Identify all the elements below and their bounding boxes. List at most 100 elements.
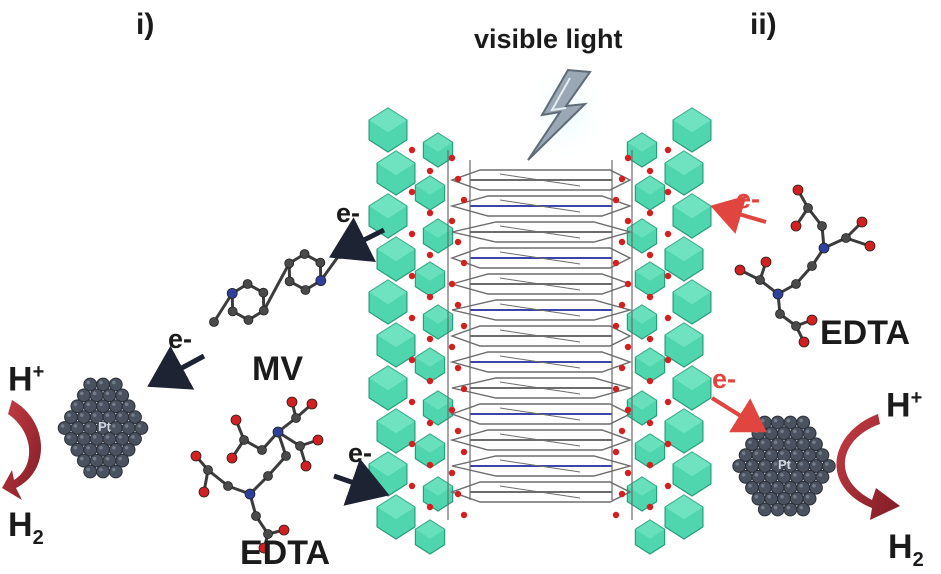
pt-atom-highlight xyxy=(124,424,129,428)
oxygen-atom xyxy=(664,146,672,154)
pt-atom-highlight xyxy=(86,380,90,385)
oxygen-atom xyxy=(230,414,242,426)
pt-atom-highlight xyxy=(112,424,116,428)
octahedron-facet xyxy=(415,434,445,453)
pt-atom-highlight xyxy=(112,467,116,472)
oxygen-atom xyxy=(448,469,456,477)
pt-atom-highlight xyxy=(767,494,771,499)
pt-atom xyxy=(96,464,110,479)
carbon-atom xyxy=(841,233,851,243)
pt-atom-highlight xyxy=(767,429,771,434)
oxygen-atom xyxy=(426,461,434,469)
octahedron-facet xyxy=(415,262,445,281)
pt-atom-highlight xyxy=(761,462,765,466)
porphyrin-linker xyxy=(449,429,633,451)
pt-atom-highlight xyxy=(748,440,752,445)
oxygen-atom xyxy=(664,398,672,406)
oxygen-atom xyxy=(448,406,456,414)
oxygen-atom xyxy=(258,542,270,554)
oxygen-atom xyxy=(806,314,818,326)
carbon-atom xyxy=(817,221,827,231)
porphyrin-linker xyxy=(451,221,633,243)
pt-atom-highlight xyxy=(105,391,110,396)
octahedron-facet xyxy=(423,391,453,410)
oxygen-atom xyxy=(426,251,434,259)
oxygen-atom xyxy=(426,293,434,301)
oxygen-atom xyxy=(278,524,290,536)
pt-atom-highlight xyxy=(80,435,84,439)
carbon-atom xyxy=(791,321,801,331)
pt-atom-highlight xyxy=(799,483,803,488)
oxygen-atom xyxy=(646,167,654,175)
pt-atom-highlight xyxy=(86,424,90,428)
pt-atom-highlight xyxy=(92,435,97,439)
octahedron-facet xyxy=(415,176,445,195)
oxygen-atom xyxy=(618,175,626,183)
pt-atom-highlight xyxy=(799,418,803,423)
pt-atom xyxy=(108,464,123,479)
pt-atom-highlight xyxy=(73,445,78,450)
oxygen-atom xyxy=(646,251,654,259)
pt-atom xyxy=(796,502,811,517)
pt-label-left: Pt xyxy=(98,419,111,434)
octahedron-facet xyxy=(627,133,657,152)
octahedron-facet xyxy=(635,262,665,281)
oxygen-atom xyxy=(408,230,416,238)
pt-atom-highlight xyxy=(131,413,135,417)
oxygen-atom xyxy=(856,216,868,228)
carbon-atom xyxy=(791,279,801,289)
octahedron-facet xyxy=(673,366,711,391)
octahedron-facet xyxy=(415,520,445,539)
oxygen-atom xyxy=(646,377,654,385)
pt-atom-highlight xyxy=(92,413,97,417)
octahedron-facet xyxy=(665,495,703,520)
pt-atom-highlight xyxy=(105,435,110,439)
oxygen-atom xyxy=(618,427,626,435)
oxygen-atom xyxy=(624,406,632,414)
nitrogen-atom xyxy=(315,275,327,287)
octahedron-facet xyxy=(423,133,453,152)
pt-atom-highlight xyxy=(741,451,746,455)
pt-atom-highlight xyxy=(748,462,752,466)
oxygen-atom xyxy=(408,146,416,154)
pt-atom-highlight xyxy=(773,483,778,488)
octahedron-facet xyxy=(423,219,453,238)
bond xyxy=(212,292,234,323)
pt-atom-highlight xyxy=(799,462,803,466)
octahedron-facet xyxy=(627,219,657,238)
pt-atom-highlight xyxy=(786,440,791,445)
oxygen-atom xyxy=(408,482,416,490)
pt-atom-highlight xyxy=(86,402,90,407)
pt-atom-highlight xyxy=(754,494,759,499)
oxygen-atom xyxy=(448,343,456,351)
oxygen-atom xyxy=(624,217,632,225)
porphyrin-linker xyxy=(449,403,632,425)
carbon-atom xyxy=(300,285,311,295)
linker-bond xyxy=(499,277,581,291)
oxygen-atom xyxy=(454,490,462,498)
carbon-atom xyxy=(807,261,817,271)
octahedron-facet xyxy=(415,348,445,367)
pt-atom-highlight xyxy=(786,505,791,510)
octahedron-facet xyxy=(377,323,415,348)
oxygen-atom xyxy=(454,301,462,309)
carbon-atom xyxy=(284,258,295,269)
porphyrin-linker xyxy=(451,455,633,477)
octahedron-facet xyxy=(377,495,415,520)
nitrogen-atom xyxy=(226,287,238,299)
pt-atom-highlight xyxy=(112,445,116,450)
oxygen-atom xyxy=(408,356,416,364)
curved-reduction-arrow-left xyxy=(2,400,42,500)
metal-octahedron xyxy=(626,476,658,512)
oxygen-atom xyxy=(408,440,416,448)
linker-bond xyxy=(499,303,581,317)
oxygen-atom xyxy=(460,322,468,330)
porphyrin-linker xyxy=(451,377,633,399)
carbon-atom xyxy=(803,203,813,213)
oxygen-atom xyxy=(460,511,468,519)
panel-label-ii: ii) xyxy=(750,8,777,41)
pt-atom-highlight xyxy=(812,462,816,466)
oxygen-atom xyxy=(624,469,632,477)
porphyrin-linker xyxy=(451,299,633,321)
pt-atom-highlight xyxy=(786,483,791,488)
